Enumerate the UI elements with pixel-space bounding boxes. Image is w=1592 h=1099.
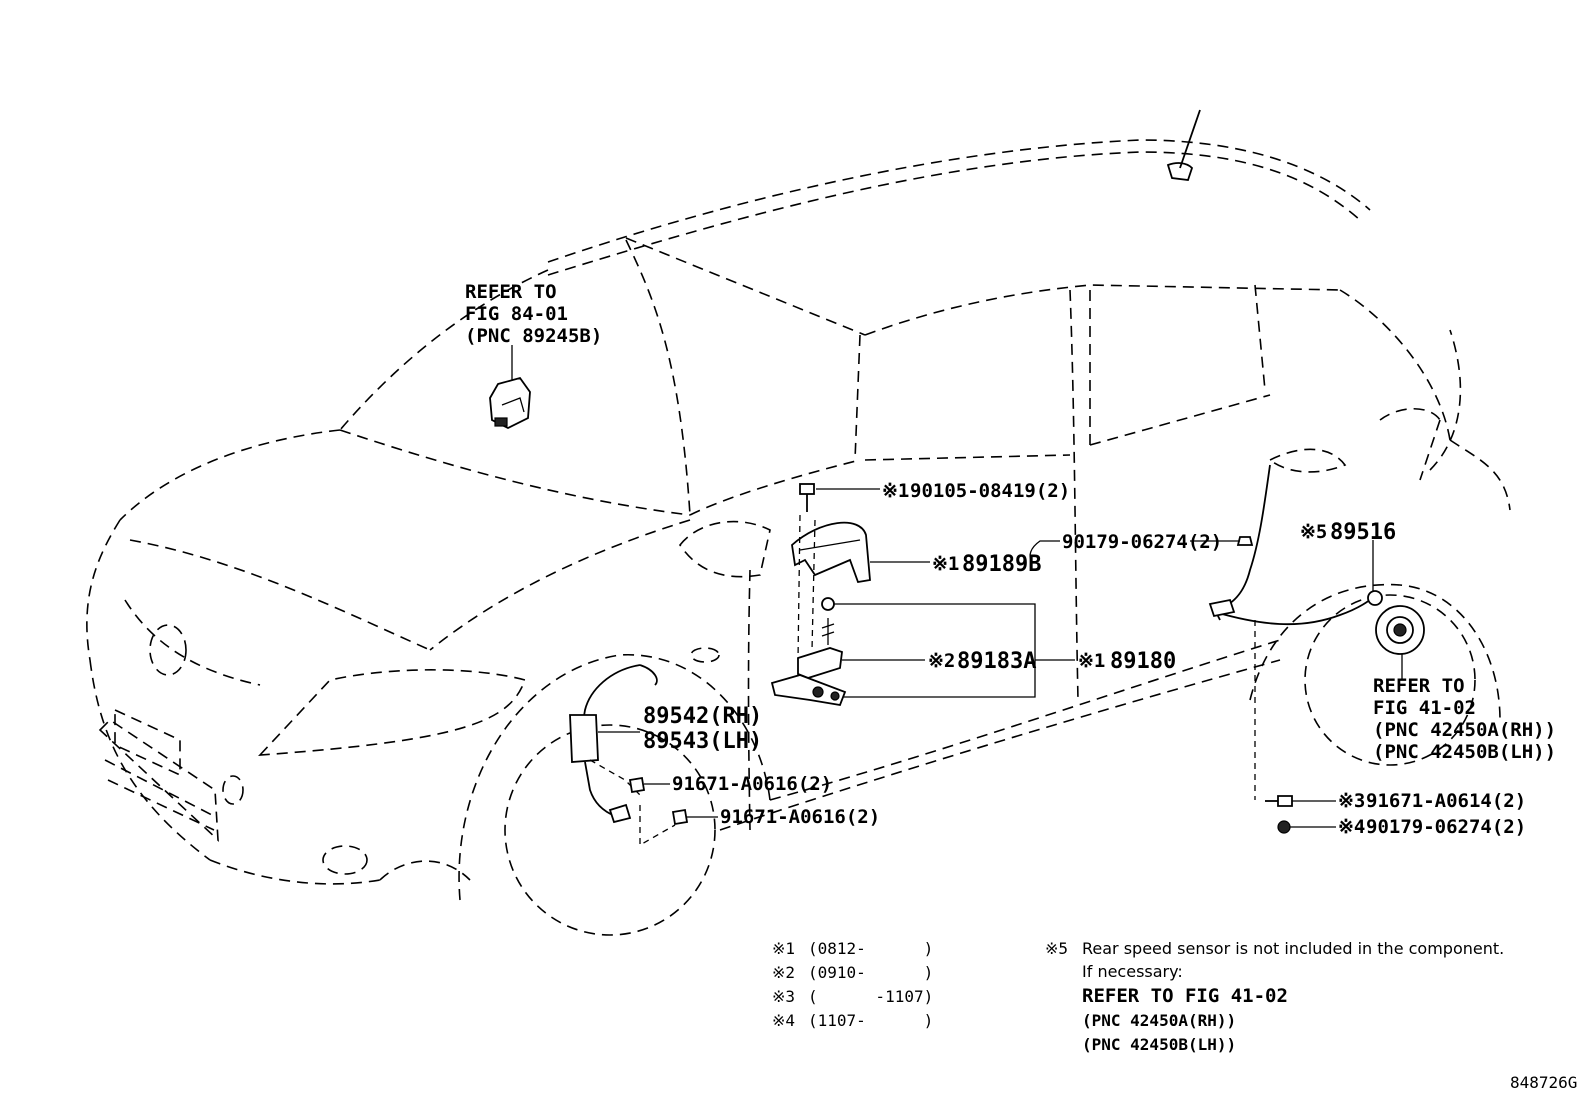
svg-text:(PNC 42450A(RH)): (PNC 42450A(RH))	[1373, 719, 1556, 741]
svg-text:89180: 89180	[1110, 649, 1176, 674]
svg-text:(PNC 42450A(RH)): (PNC 42450A(RH))	[1082, 1011, 1236, 1030]
label-front-sensor: 89542(RH) 89543(LH)	[643, 704, 762, 754]
legend: ※1 (0812- ) ※2 (0910- ) ※3 ( -1107) ※4 (…	[772, 939, 933, 1030]
label-bolt-91671-a0614: ※3 91671-A0614(2)	[1338, 790, 1526, 812]
svg-text:90179-06274(2): 90179-06274(2)	[1366, 816, 1526, 838]
rear-hub-part	[1375, 605, 1425, 680]
svg-text:(1107- ): (1107- )	[808, 1011, 933, 1030]
base-plate-part	[770, 674, 847, 707]
svg-text:( -1107): ( -1107)	[808, 987, 933, 1006]
svg-text:89189B: 89189B	[962, 552, 1041, 577]
svg-text:FIG 84-01: FIG 84-01	[465, 303, 568, 325]
rear-fasteners-part	[1254, 620, 1336, 834]
svg-text:(0812- ): (0812- )	[808, 939, 933, 958]
label-ecu-89183a: ※2 89183A	[928, 649, 1036, 674]
ecu-89183a-part	[797, 618, 925, 679]
airbag-sensor-part	[489, 345, 531, 430]
svg-text:REFER TO: REFER TO	[1373, 675, 1465, 697]
svg-text:89543(LH): 89543(LH)	[643, 729, 762, 754]
svg-text:Rear speed sensor is not inclu: Rear speed sensor is not included in the…	[1082, 939, 1504, 958]
label-sensor-89516: ※5 89516	[1300, 520, 1396, 545]
svg-text:89516: 89516	[1330, 520, 1396, 545]
svg-text:※3: ※3	[1338, 790, 1365, 812]
svg-text:If necessary:: If necessary:	[1082, 962, 1183, 981]
svg-text:(PNC 89245B): (PNC 89245B)	[465, 325, 602, 347]
label-bolt-91671-b: 91671-A0616(2)	[720, 806, 880, 828]
svg-text:※1: ※1	[932, 553, 959, 575]
svg-text:(PNC 42450B(LH)): (PNC 42450B(LH))	[1082, 1035, 1236, 1054]
label-assy-89180: ※1 89180	[1078, 649, 1176, 674]
refer-airbag-label: REFER TO FIG 84-01 (PNC 89245B)	[465, 281, 602, 347]
svg-text:REFER TO FIG 41-02: REFER TO FIG 41-02	[1082, 985, 1288, 1007]
svg-text:※3: ※3	[772, 987, 795, 1006]
svg-text:※1: ※1	[772, 939, 795, 958]
label-nut-90179-bottom: ※4 90179-06274(2)	[1338, 816, 1526, 838]
footnote: ※5 Rear speed sensor is not included in …	[1045, 939, 1504, 1054]
front-bolts-part	[628, 776, 718, 847]
rear-speed-sensor-part	[1208, 464, 1383, 626]
label-bolt-91671-a: 91671-A0616(2)	[672, 773, 832, 795]
label-bracket-89189b: ※1 89189B	[932, 552, 1041, 577]
svg-text:FIG 41-02: FIG 41-02	[1373, 697, 1476, 719]
nut-part	[821, 597, 1036, 698]
label-nut-90179-top: 90179-06274(2)	[1062, 531, 1222, 553]
svg-text:※1: ※1	[882, 480, 909, 502]
svg-text:89183A: 89183A	[957, 649, 1036, 674]
car-body-outline	[86, 139, 1511, 936]
svg-text:91671-A0614(2): 91671-A0614(2)	[1366, 790, 1526, 812]
svg-text:※1: ※1	[1078, 650, 1105, 672]
antenna-drawing	[1166, 109, 1201, 181]
svg-text:※2: ※2	[928, 650, 955, 672]
svg-text:(PNC 42450B(LH)): (PNC 42450B(LH))	[1373, 741, 1556, 763]
svg-text:※4: ※4	[1338, 816, 1365, 838]
svg-text:※2: ※2	[772, 963, 795, 982]
svg-text:REFER TO: REFER TO	[465, 281, 557, 303]
svg-text:※4: ※4	[772, 1011, 795, 1030]
front-speed-sensor-part	[569, 664, 658, 824]
svg-text:89542(RH): 89542(RH)	[643, 704, 762, 729]
bracket-89189b-part	[791, 514, 930, 661]
svg-text:(0910- ): (0910- )	[808, 963, 933, 982]
nut-90179-top-part	[1029, 536, 1254, 563]
label-bolt-90105: ※1 90105-08419(2)	[882, 480, 1070, 502]
svg-text:※5: ※5	[1300, 521, 1327, 543]
figure-id: 848726G	[1510, 1073, 1577, 1092]
svg-text:※5: ※5	[1045, 939, 1068, 958]
svg-text:90105-08419(2): 90105-08419(2)	[910, 480, 1070, 502]
refer-rear-label: REFER TO FIG 41-02 (PNC 42450A(RH)) (PNC…	[1373, 675, 1556, 763]
bolt-90105-part	[799, 483, 880, 512]
